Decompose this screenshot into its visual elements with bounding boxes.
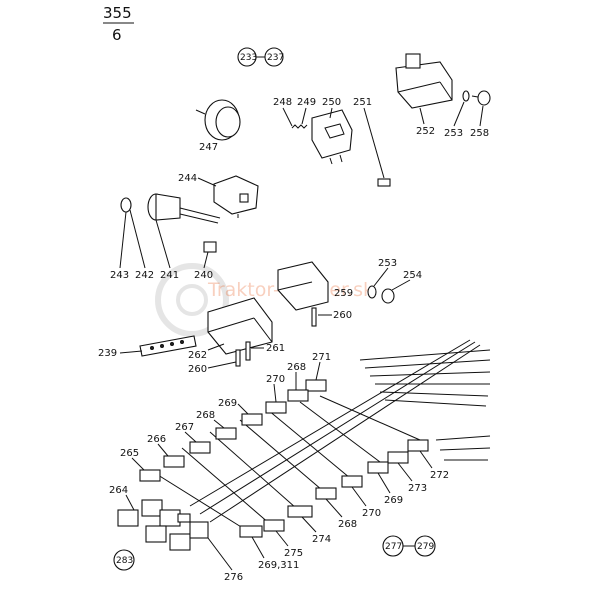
- part-264-relay-cluster: [117, 499, 209, 551]
- ref-group-277-279: 277 279: [382, 535, 436, 557]
- callout-275: 275: [284, 548, 303, 559]
- connector-271: [305, 379, 327, 392]
- part-262-box: [207, 297, 273, 355]
- page-number-bottom: 6: [112, 26, 122, 44]
- callout-262: 262: [188, 350, 207, 361]
- connector-269-low: [367, 461, 389, 474]
- callout-272: 272: [430, 470, 449, 481]
- part-240-plug: [203, 241, 217, 253]
- callout-259: 259: [334, 288, 353, 299]
- callout-248: 248: [273, 97, 292, 108]
- ref-283: 283: [116, 556, 133, 566]
- callout-250: 250: [322, 97, 341, 108]
- part-253-washer: [462, 90, 470, 102]
- ref-237: 237: [267, 53, 284, 63]
- callout-276: 276: [224, 572, 243, 583]
- callout-265: 265: [120, 448, 139, 459]
- connector-275: [263, 519, 285, 532]
- ref-277: 277: [385, 542, 402, 552]
- callout-273: 273: [408, 483, 427, 494]
- connector-272: [407, 439, 429, 452]
- ref-233: 233: [240, 53, 257, 63]
- part-244-switch: [213, 175, 259, 218]
- callout-242: 242: [135, 270, 154, 281]
- connector-274: [287, 505, 313, 518]
- callout-261: 261: [266, 343, 285, 354]
- callout-269-311: 269,311: [258, 560, 299, 571]
- connector-270-top: [265, 401, 287, 414]
- part-260-pin: [311, 307, 317, 327]
- callout-269-top: 269: [218, 398, 237, 409]
- connector-267: [189, 441, 211, 454]
- connector-273: [387, 451, 409, 464]
- connector-268-mid: [215, 427, 237, 440]
- part-250-switch: [311, 109, 353, 165]
- callout-247: 247: [199, 142, 218, 153]
- callout-268-top: 268: [287, 362, 306, 373]
- ref-group-233-237: 233 237: [237, 47, 284, 67]
- callout-268-mid: 268: [196, 410, 215, 421]
- callout-254: 254: [403, 270, 422, 281]
- ref-279: 279: [417, 542, 434, 552]
- part-252-relay: [395, 53, 453, 109]
- callout-240: 240: [194, 270, 213, 281]
- part-243-nut: [120, 197, 132, 213]
- callout-239: 239: [98, 348, 117, 359]
- callout-274: 274: [312, 534, 331, 545]
- callout-270-top: 270: [266, 374, 285, 385]
- callout-270-low: 270: [362, 508, 381, 519]
- connector-270-low: [341, 475, 363, 488]
- connector-265: [139, 469, 161, 482]
- wiring-harness: [149, 339, 491, 531]
- callout-244: 244: [178, 173, 197, 184]
- callout-253-lower: 253: [378, 258, 397, 269]
- callout-268-low: 268: [338, 519, 357, 530]
- connector-269-top: [241, 413, 263, 426]
- callout-264: 264: [109, 485, 128, 496]
- part-251-screw: [377, 178, 391, 187]
- part-259-box: [277, 261, 329, 311]
- callout-252: 252: [416, 126, 435, 137]
- part-242-switch-body: [147, 193, 221, 224]
- callout-249: 249: [297, 97, 316, 108]
- part-258-bolt: [471, 90, 491, 106]
- callout-260-lower: 260: [188, 364, 207, 375]
- callout-269-low: 269: [384, 495, 403, 506]
- callout-241: 241: [160, 270, 179, 281]
- part-254-bolt: [381, 288, 395, 304]
- callout-253-top: 253: [444, 128, 463, 139]
- part-253-washer-lower: [367, 285, 377, 299]
- connector-268-low: [315, 487, 337, 500]
- callout-251: 251: [353, 97, 372, 108]
- connector-269-311: [239, 525, 263, 538]
- callout-243: 243: [110, 270, 129, 281]
- connector-266: [163, 455, 185, 468]
- part-239-terminal-strip: [139, 335, 197, 357]
- callout-258: 258: [470, 128, 489, 139]
- callout-267: 267: [175, 422, 194, 433]
- connector-268-top: [287, 389, 309, 402]
- callout-266: 266: [147, 434, 166, 445]
- page-number-top: 355: [103, 4, 132, 22]
- callout-260-upper: 260: [333, 310, 352, 321]
- part-247-gauge: [195, 99, 241, 141]
- ref-group-283: 283: [113, 549, 135, 571]
- part-249-spring: [291, 124, 308, 129]
- part-261-pin: [235, 341, 251, 367]
- callout-271: 271: [312, 352, 331, 363]
- watermark-gear-icon: [155, 263, 229, 337]
